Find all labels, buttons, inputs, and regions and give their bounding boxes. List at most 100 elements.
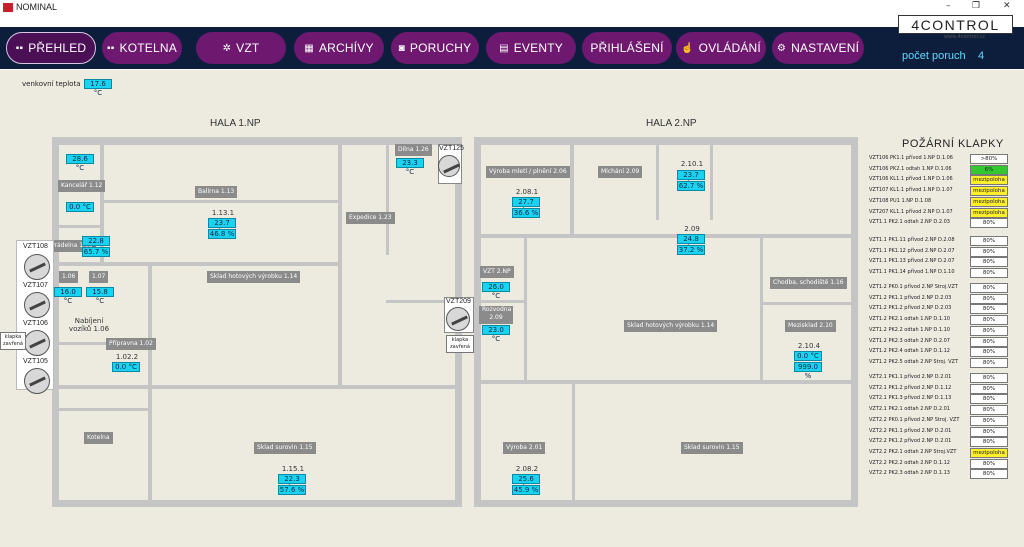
- nav-poruchy[interactable]: ◙ PORUCHY: [391, 32, 479, 64]
- nav-nastaveni[interactable]: ⚙ NASTAVENÍ: [772, 32, 864, 64]
- vzt106-label: VZT106: [23, 320, 48, 327]
- kancelar-temp2: 0.0 °C: [66, 202, 94, 212]
- vyroba-mleti-hum: 36.6 %: [512, 208, 540, 218]
- vzt2np-temp: 26.0 °C: [482, 282, 510, 300]
- fire-damper-status: 80%: [970, 405, 1008, 416]
- close-icon[interactable]: ✕: [1003, 1, 1011, 11]
- vzt108-label: VZT108: [23, 243, 48, 250]
- pradelna-hum: 65.7 %: [82, 247, 110, 257]
- hall1-title: HALA 1.NP: [210, 118, 261, 129]
- kancelar-temp: 28.6 °C: [66, 154, 94, 172]
- room-sklad-vyrobku-2: Sklad hotových výrobku 1.14: [624, 320, 718, 332]
- room-kotelna: Kotelna: [84, 432, 113, 444]
- prehled-icon: ▪▪: [15, 42, 24, 54]
- room-rozvodna: Rozvodna 2.09: [479, 306, 513, 324]
- vzt209-fan-icon[interactable]: [446, 307, 470, 331]
- vzt105-label: VZT105: [23, 358, 48, 365]
- room-chodba: Chodba, schodiště 1.16: [770, 277, 847, 289]
- fire-damper-label: VZT106 PK1.1 přívod 1.NP D.1.06: [869, 155, 953, 161]
- fire-damper-status: 80%: [970, 458, 1008, 469]
- chodba-hum: 37.2 %: [677, 245, 705, 255]
- room-expedice: Expedice 1.23: [346, 212, 395, 224]
- nav-archivy[interactable]: ▦ ARCHÍVY: [294, 32, 384, 64]
- nav-eventy[interactable]: ▤ EVENTY: [486, 32, 576, 64]
- vyroba-mleti-id: 2.08.1: [515, 188, 539, 196]
- fire-damper-status: 80%: [970, 218, 1008, 229]
- fire-damper-label: VZT1.2 PK2.3 odtah 2.NP D.2.07: [869, 337, 950, 344]
- fire-damper-label: VZT207 KL1.1 přívod 2.NP D.1.07: [869, 208, 953, 215]
- fire-damper-label: VZT106 PK2.1 odtah 1.NP D.1.06: [869, 165, 952, 172]
- fire-damper-label: VZT1.2 PK0.1 přívod 2.NP Stroj.VZT: [869, 284, 958, 290]
- restore-icon[interactable]: ❐: [972, 1, 981, 11]
- brand-url: www.4control.cz: [944, 34, 985, 40]
- room-vzt2np: VZT 2.NP: [480, 266, 514, 278]
- nav-kotelna[interactable]: ▪▪ KOTELNA: [102, 32, 182, 64]
- fire-damper-label: VZT1.2 PK1.1 přívod 2.NP D.2.03: [869, 294, 952, 301]
- fire-damper-label: VZT1.1 PK2.1 odtah 2.NP D.2.03: [869, 219, 950, 226]
- fire-damper-row: VZT106 PK2.1 odtah 1.NP D.1.06 6%: [869, 164, 1009, 175]
- fire-damper-label: VZT107 KL1.1 přívod 1.NP D.1.07: [869, 187, 953, 194]
- vzt108-fan-icon[interactable]: [24, 254, 50, 280]
- fire-dampers-title: POŽÁRNÍ KLAPKY: [902, 138, 1004, 150]
- fire-damper-status: 80%: [970, 347, 1008, 358]
- sklad-surovin-hum: 57.6 %: [278, 485, 306, 495]
- room-106: 1.06: [59, 271, 79, 283]
- fire-damper-label: VZT1.2 PK2.5 odtah 2.NP Stroj. VZT: [869, 358, 959, 365]
- fire-damper-row: VZT2.1 PK2.1 odtah 2.NP D.2.01 80%: [869, 405, 1009, 416]
- alarm-icon: ◙: [398, 42, 405, 54]
- fire-damper-label: VZT2.2 PK1.1 přívod 2.NP D.2.01: [869, 427, 952, 434]
- fire-damper-row: VZT106 PK1.1 přívod 1.NP D.1.06>80%: [869, 154, 1009, 164]
- michani-hum: 62.7 %: [677, 181, 705, 191]
- archive-icon: ▦: [304, 42, 314, 54]
- nav-label: KOTELNA: [119, 41, 177, 55]
- mezisklad-temp: 0.0 °C: [794, 351, 822, 361]
- fire-damper-status: 80%: [970, 336, 1008, 347]
- fire-damper-label: VZT2.1 PK2.1 odtah 2.NP D.2.01: [869, 406, 950, 413]
- fire-damper-status: mezipoloha: [970, 186, 1008, 197]
- fire-damper-label: VZT1.2 PK2.2 odtah 1.NP D.1.10: [869, 326, 950, 333]
- nav-prihlaseni[interactable]: PŘIHLÁŠENÍ: [582, 32, 672, 64]
- fire-damper-status: 80%: [970, 437, 1008, 448]
- gear-icon: ⚙: [776, 42, 787, 54]
- vzt106-fan-icon[interactable]: [24, 330, 50, 356]
- fire-damper-row: VZT107 KL1.1 přívod 1.NP D.1.07 mezipoloh…: [869, 186, 1009, 197]
- room-balirna: Balírna 1.13: [195, 186, 238, 198]
- nav-prehled[interactable]: ▪▪ PŘEHLED: [6, 32, 96, 64]
- rozvodna-temp: 23.0 °C: [482, 325, 510, 343]
- vzt107-label: VZT107: [23, 282, 48, 289]
- vzt125-fan-icon[interactable]: [438, 155, 460, 177]
- vzt107-fan-icon[interactable]: [24, 292, 50, 318]
- outdoor-temp-value: 17.6 °C: [84, 79, 112, 97]
- minimize-icon[interactable]: –: [946, 1, 951, 11]
- room-sklad-vyrobku: Sklad hotových výrobku 1.14: [207, 271, 301, 283]
- nav-ovladani[interactable]: ☝ OVLÁDÁNÍ: [676, 32, 766, 64]
- fire-damper-status: 80%: [970, 236, 1008, 246]
- hand-icon: ☝: [681, 42, 694, 54]
- klapka-status-right: klapka zavřená: [446, 335, 474, 353]
- vzt105-fan-icon[interactable]: [24, 368, 50, 394]
- fire-damper-status: 6%: [970, 164, 1008, 175]
- app-logo-icon: [3, 3, 13, 12]
- nav-label: PORUCHY: [409, 41, 472, 55]
- nav-label: NASTAVENÍ: [791, 41, 860, 55]
- nav-label: VZT: [236, 41, 260, 55]
- nav-vzt[interactable]: ✲ VZT: [196, 32, 286, 64]
- fire-damper-label: VZT1.1 PK1.11 přívod 2.NP D.2.08: [869, 237, 955, 243]
- fault-count-value[interactable]: 4: [978, 50, 985, 62]
- fire-damper-row: VZT1.2 PK2.3 odtah 2.NP D.2.07 80%: [869, 336, 1009, 347]
- room-pripravna: Přípravna 1.02: [106, 338, 156, 350]
- r107-temp: 15.8 °C: [86, 287, 114, 305]
- fire-damper-status: mezipoloha: [970, 196, 1008, 207]
